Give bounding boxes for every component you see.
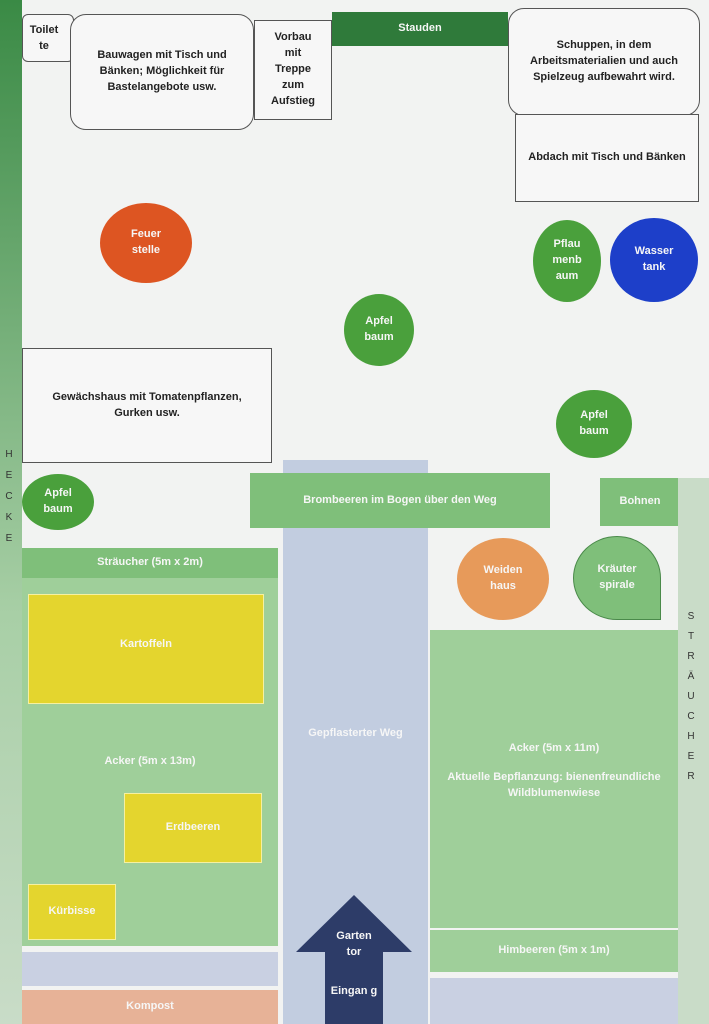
bottom-strip-right [430,978,678,1024]
erdbeeren: Erdbeeren [124,793,262,863]
pflaumenbaum: Pflau menb aum [533,220,601,302]
paved-path-label: Gepflasterter Weg [308,727,403,740]
acker-right [430,630,678,928]
apfelbaum-right: Apfel baum [556,390,632,458]
bauwagen: Bauwagen mit Tisch und Bänken; Möglichke… [70,14,254,130]
shrub-strip-label: S T R Ä U C H E R [687,611,695,782]
wassertank: Wasser tank [610,218,698,302]
gartentor: Garten tor [336,930,372,958]
apfelbaum-center: Apfel baum [344,294,414,366]
acker-right-label: Acker (5m x 11m) [508,742,600,755]
straeucher: Sträucher (5m x 2m) [22,548,278,578]
kompost: Kompost [22,990,278,1024]
schuppen: Schuppen, in dem Arbeitsmaterialien und … [508,8,700,116]
apfelbaum-left: Apfel baum [22,474,94,530]
hedge-label: H E C K E [5,449,13,544]
himbeeren: Himbeeren (5m x 1m) [430,930,678,972]
bohnen: Bohnen [600,478,680,526]
abdach: Abdach mit Tisch und Bänken [515,114,699,202]
kuerbisse: Kürbisse [28,884,116,940]
kraeuterspirale: Kräuter spirale [573,536,661,620]
bottom-strip-left [22,952,278,986]
eingang: Eingan g [330,985,378,998]
acker-right-note: Aktuelle Bepflanzung: bienenfreundliche … [447,771,661,799]
feuerstelle: Feuer stelle [100,203,192,283]
toilette: Toilet te [22,14,74,62]
brombeeren: Brombeeren im Bogen über den Weg [250,473,550,528]
acker-left-label: Acker (5m x 13m) [104,755,196,768]
vorbau: Vorbau mit Treppe zum Aufstieg [254,20,332,120]
hedge-bar [0,0,22,1024]
gewaechshaus: Gewächshaus mit Tomatenpflanzen, Gurken … [22,348,272,463]
stauden: Stauden [332,12,508,46]
shrub-strip-right [678,478,709,1024]
weidenhaus: Weiden haus [457,538,549,620]
gate-arrow-icon [296,895,412,1024]
kartoffeln: Kartoffeln [28,594,264,704]
